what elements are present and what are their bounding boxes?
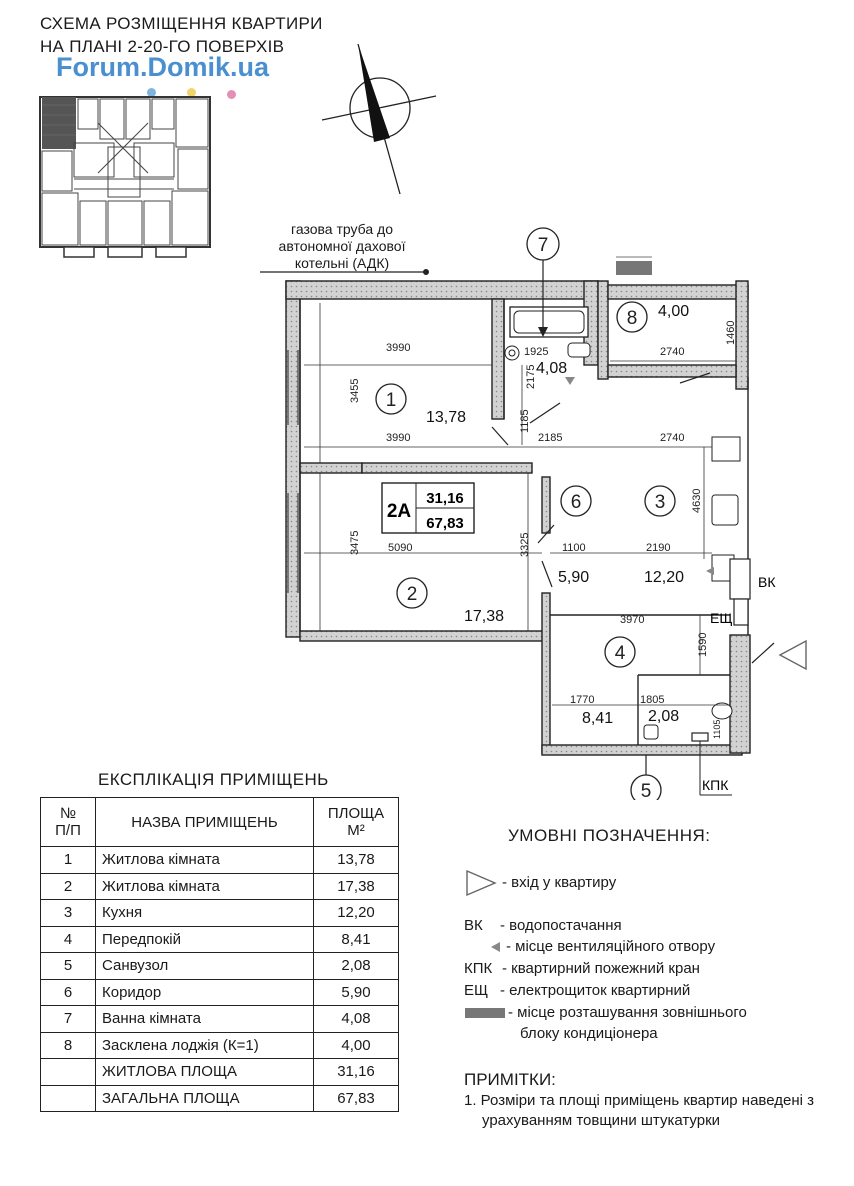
annotation-line: автономної дахової (278, 238, 406, 254)
room-area: 4,00 (658, 303, 689, 320)
dimension-label: 1590 (697, 633, 709, 657)
dimension-label: 2740 (660, 346, 684, 358)
annotation-line: котельні (АДК) (294, 255, 390, 271)
explication-title: ЕКСПЛІКАЦІЯ ПРИМІЩЕНЬ (98, 770, 329, 789)
ac-unit-icon (465, 1008, 505, 1018)
esch-label: ЕЩ (710, 610, 732, 626)
notes-title: ПРИМІТКИ: (464, 1070, 556, 1089)
dimension-label: 2185 (538, 432, 562, 444)
room-number: 3 (655, 492, 666, 513)
dimension-label: 3990 (386, 432, 410, 444)
watermark-dot (147, 88, 156, 97)
watermark-logo: Forum.Domik.ua (56, 52, 270, 82)
room-area: 8,41 (582, 710, 613, 727)
dimension-label: 2740 (660, 432, 684, 444)
room-number: 2 (407, 584, 418, 605)
unit-living-area: 31,16 (426, 490, 464, 507)
legend-item-fire-hydrant: - квартирний пожежний кран (502, 960, 700, 977)
note-line: урахуванням товщини штукатурки (482, 1112, 721, 1129)
kpk-label: КПК (702, 777, 729, 793)
table-header-name: НАЗВА ПРИМІЩЕНЬ (95, 797, 314, 847)
watermark-dot (187, 88, 196, 97)
room-area: 17,38 (464, 608, 504, 625)
dimension-label: 1770 (570, 694, 594, 706)
legend-item-vent: - місце вентиляційного отвору (506, 938, 716, 955)
dimension-label: 3475 (349, 531, 361, 555)
dimension-label: 1105 (712, 720, 722, 739)
dimension-label: 2190 (646, 542, 670, 554)
vent-arrow-icon (491, 942, 500, 952)
legend-item-ac-2: блоку кондиціонера (520, 1025, 658, 1042)
dimension-label: 4630 (691, 489, 703, 513)
dimension-label: 1460 (725, 321, 737, 345)
dimension-label: 3990 (386, 342, 410, 354)
room-number: 1 (386, 390, 397, 411)
plan-title-line2: НА ПЛАНІ 2-20-ГО ПОВЕРХІВ (40, 37, 285, 56)
room-area: 12,20 (644, 569, 684, 586)
legend-item-water: - водопостачання (500, 917, 622, 934)
dimension-label: 3970 (620, 614, 644, 626)
unit-id: 2A (387, 501, 412, 522)
dimension-label: 1100 (562, 542, 586, 554)
room-area: 5,90 (558, 569, 589, 586)
room-area: 4,08 (536, 360, 567, 377)
dimension-label: 1925 (524, 346, 548, 358)
dimension-label: 2175 (525, 365, 537, 389)
legend-abbr-esch: ЕЩ (464, 982, 489, 999)
annotation-line: газова труба до (291, 221, 393, 237)
dimension-label: 1185 (519, 409, 531, 433)
apartment-floor-plan: 3990 3990 2185 2740 2740 1925 5090 1100 … (260, 227, 807, 800)
dimension-label: 3325 (519, 533, 531, 557)
room-area: 2,08 (648, 708, 679, 725)
floor-key-plan (39, 96, 211, 258)
legend-abbr-vk: ВК (464, 917, 483, 934)
legend-abbr-kpk: КПК (464, 960, 493, 977)
entry-triangle-icon (466, 869, 497, 897)
legend-item-ac: - місце розташування зовнішнього (508, 1004, 747, 1021)
room-number: 5 (641, 781, 652, 800)
unit-total-area: 67,83 (426, 515, 464, 532)
legend-item-entry: - вхід у квартиру (502, 874, 617, 891)
room-area: 13,78 (426, 409, 466, 426)
room-number: 4 (615, 643, 626, 664)
legend-title: УМОВНІ ПОЗНАЧЕННЯ: (508, 826, 711, 845)
plan-title-line1: СХЕМА РОЗМІЩЕННЯ КВАРТИРИ (40, 14, 323, 33)
dimension-label: 1805 (640, 694, 664, 706)
vk-label: ВК (758, 574, 776, 590)
dimension-label: 3455 (349, 379, 361, 403)
dimension-label: 5090 (388, 542, 412, 554)
room-number: 6 (571, 492, 582, 513)
note-line: 1. Розміри та площі приміщень квартир на… (464, 1092, 814, 1109)
room-number: 7 (538, 235, 549, 256)
watermark-dot (227, 90, 236, 99)
legend-item-panel: - електрощиток квартирний (500, 982, 691, 999)
north-arrow-icon (321, 43, 437, 195)
room-number: 8 (627, 308, 638, 329)
